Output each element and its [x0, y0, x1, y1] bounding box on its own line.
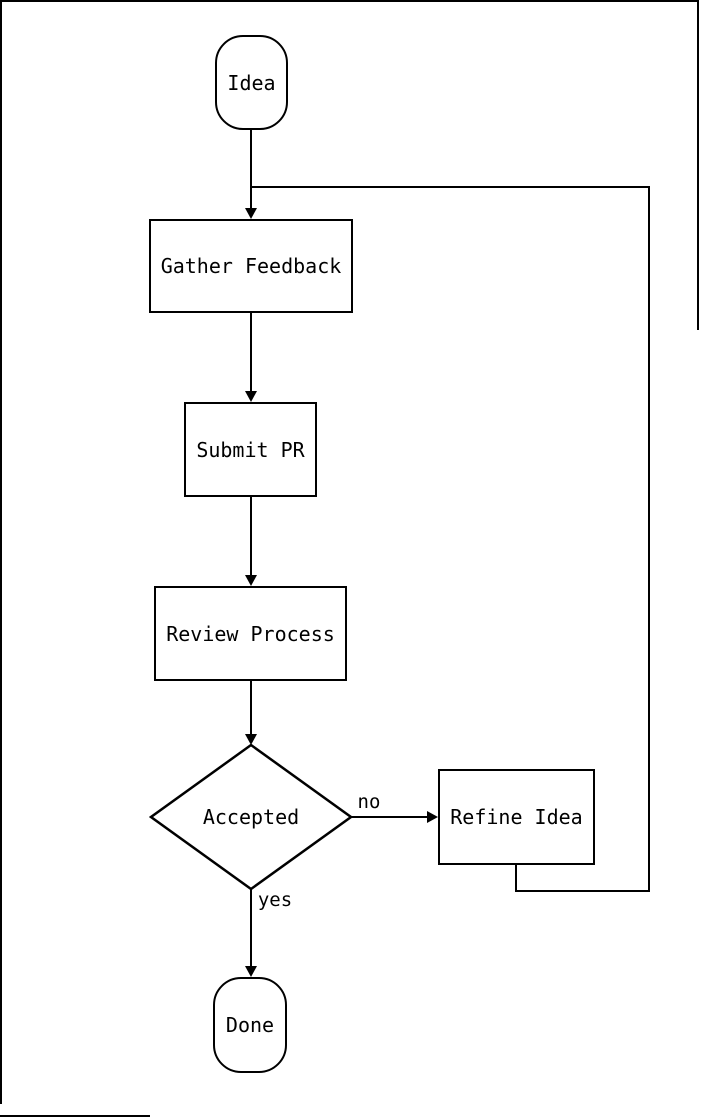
- node-idea-label: Idea: [227, 70, 276, 95]
- edge-accepted-to-refine-idea: [351, 816, 431, 818]
- node-accepted-label: Accepted: [202, 805, 300, 829]
- node-done: Done: [213, 977, 287, 1073]
- node-review-process-label: Review Process: [166, 621, 335, 646]
- edge-refine-loop-bottom: [515, 890, 650, 892]
- arrowhead-into-gather-feedback: [245, 208, 257, 219]
- node-refine-idea: Refine Idea: [438, 769, 595, 865]
- window-border-top: [0, 0, 699, 2]
- edge-submit-pr-to-review-process: [250, 497, 252, 575]
- edge-refine-loop-right: [648, 186, 650, 892]
- window-border-left: [0, 0, 2, 1104]
- node-submit-pr-label: Submit PR: [196, 437, 305, 462]
- arrowhead-into-done: [245, 966, 257, 977]
- arrowhead-into-submit-pr: [245, 391, 257, 402]
- arrowhead-into-accepted: [245, 734, 257, 745]
- edge-gather-feedback-to-submit-pr: [250, 313, 252, 391]
- edge-idea-to-gather-feedback: [250, 130, 252, 208]
- edge-refine-loop-down: [515, 864, 517, 892]
- edge-accepted-to-done: [250, 889, 252, 966]
- edge-review-process-to-accepted: [250, 681, 252, 734]
- edge-label-yes: yes: [255, 889, 295, 911]
- arrowhead-into-review-process: [245, 575, 257, 586]
- window-border-bottom: [0, 1115, 150, 1117]
- node-review-process: Review Process: [154, 586, 347, 681]
- node-gather-feedback-label: Gather Feedback: [160, 254, 342, 278]
- edge-refine-loop-top: [251, 186, 650, 188]
- node-refine-idea-label: Refine Idea: [450, 805, 583, 829]
- window-border-right: [697, 0, 699, 330]
- node-idea: Idea: [215, 35, 288, 130]
- arrowhead-into-refine-idea: [427, 811, 438, 823]
- diamond-shape: [149, 743, 353, 891]
- node-accepted: Accepted: [149, 743, 353, 891]
- node-done-label: Done: [225, 1013, 275, 1037]
- node-submit-pr: Submit PR: [184, 402, 317, 497]
- edge-label-no: no: [349, 791, 389, 813]
- node-gather-feedback: Gather Feedback: [149, 219, 353, 313]
